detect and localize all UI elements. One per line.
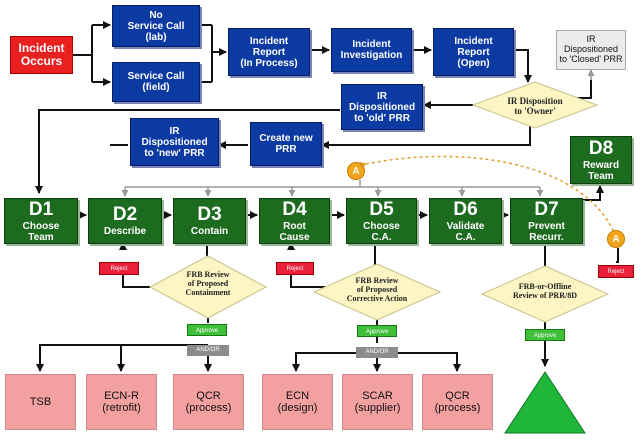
and-or-tag-containment: AND/OR bbox=[187, 345, 229, 356]
node-incident-report-in-process: Incident Report (In Process) bbox=[228, 28, 310, 76]
outcome-ecn-design: ECN (design) bbox=[262, 374, 333, 430]
outcome-tsb: TSB bbox=[5, 374, 76, 430]
node-d8-reward-team: D8 Reward Team bbox=[570, 136, 632, 184]
step-d1: D1 Choose Team bbox=[4, 198, 78, 244]
diamond-ir-disposition bbox=[471, 81, 599, 129]
step-d4: D4 Root Cause bbox=[259, 198, 330, 244]
node-incident-investigation: Incident Investigation bbox=[331, 28, 412, 72]
approve-tag-offline: Approve bbox=[525, 329, 565, 341]
node-create-new-prr: Create new PRR bbox=[250, 122, 322, 166]
decision-frb-corrective: FRB Review of Proposed Corrective Action bbox=[346, 276, 408, 304]
node-incident-report-open: Incident Report (Open) bbox=[433, 28, 514, 76]
node-ir-dispositioned-old: IR Dispositioned to 'old' PRR bbox=[341, 84, 423, 130]
step-d6: D6 Validate C.A. bbox=[429, 198, 502, 244]
outcome-scar-supplier: SCAR (supplier) bbox=[342, 374, 413, 430]
diamond-frb-offline bbox=[480, 265, 610, 323]
node-ir-dispositioned-new: IR Dispositioned to 'new' PRR bbox=[130, 118, 219, 166]
reject-tag-offline: Reject bbox=[598, 265, 634, 278]
step-d5: D5 Choose C.A. bbox=[346, 198, 417, 244]
step-d3: D3 Contain bbox=[173, 198, 246, 244]
approve-tag-corrective: Approve bbox=[357, 325, 397, 337]
decision-frb-containment: FRB Review of Proposed Containment bbox=[185, 270, 231, 298]
node-ir-dispositioned-closed: IR Dispositioned to 'Closed' PRR bbox=[556, 30, 626, 70]
outcome-qcr-process-containment: QCR (process) bbox=[173, 374, 244, 430]
node-incident-occurs: Incident Occurs bbox=[10, 36, 73, 74]
node-service-call-field: Service Call (field) bbox=[112, 62, 200, 102]
outcome-ecn-r-retrofit: ECN-R (retrofit) bbox=[86, 374, 157, 430]
step-d2: D2 Describe bbox=[88, 198, 162, 244]
step-d7: D7 Prevent Recurr. bbox=[510, 198, 583, 244]
reject-tag-containment: Reject bbox=[99, 262, 139, 275]
diamond-frb-containment bbox=[148, 255, 268, 319]
connector-a-right: A bbox=[607, 230, 625, 248]
approve-tag-containment: Approve bbox=[187, 324, 227, 336]
decision-ir-disposition-owner: IR Disposition to 'Owner' bbox=[507, 96, 563, 117]
connector-a-top: A bbox=[347, 162, 365, 180]
decision-frb-offline: FRB-or-Offline Review of PRR/8D bbox=[513, 282, 577, 301]
success-triangle bbox=[504, 371, 586, 434]
and-or-tag-corrective: AND/OR bbox=[356, 347, 398, 358]
node-no-service-call: No Service Call (lab) bbox=[112, 5, 200, 47]
diamond-frb-corrective bbox=[312, 263, 442, 321]
reject-tag-corrective: Reject bbox=[276, 262, 314, 275]
outcome-qcr-process-corrective: QCR (process) bbox=[422, 374, 493, 430]
